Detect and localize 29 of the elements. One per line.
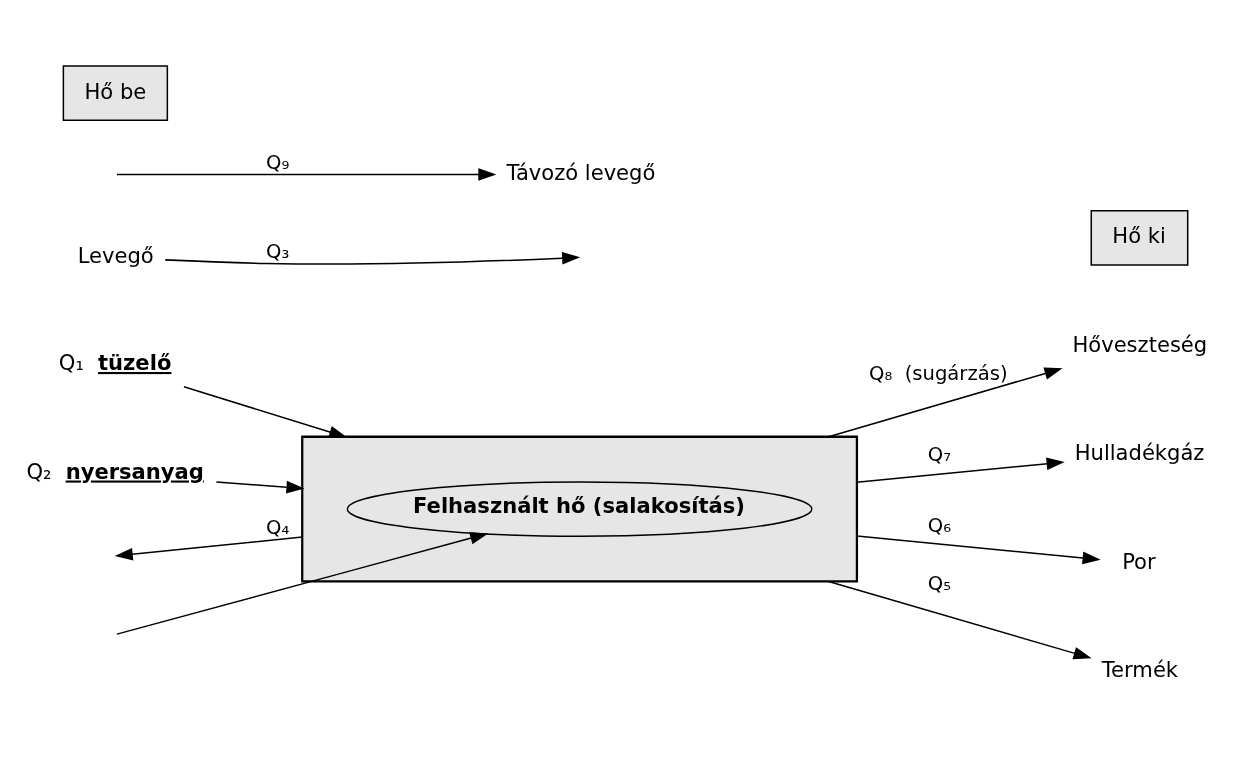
edge-label: Q₉ [266, 151, 290, 175]
edge-label: Q₇ [927, 443, 952, 467]
node-box: Hő ki [1090, 209, 1189, 266]
arrow [827, 367, 1063, 438]
node-text: Q₂ nyersanyag [26, 458, 204, 484]
arrow [856, 457, 1065, 483]
arrow [116, 168, 497, 181]
edge-label: Q₅ [927, 571, 952, 595]
node-text: Termék [1101, 657, 1179, 683]
edge-label: Q₄ [266, 515, 290, 539]
node-box: Hő be [62, 65, 169, 122]
arrow [183, 385, 348, 439]
node-text: Távozó levegő [506, 160, 656, 186]
edge-label: Q₆ [927, 514, 952, 538]
node-text: Hulladékgáz [1074, 440, 1205, 466]
arrow [856, 535, 1101, 565]
edge-label: Q₃ [266, 240, 290, 264]
cluster [301, 435, 859, 583]
arrow [114, 536, 303, 561]
node-text: Por [1122, 548, 1156, 574]
node-text: Hőveszteség [1072, 331, 1208, 357]
node-ellipse: Felhasznált hő (salakosítás) [346, 481, 813, 537]
arrow [164, 251, 581, 265]
arrow [827, 580, 1092, 660]
edge-label: Q₈ (sugárzás) [868, 362, 1008, 386]
arrow [215, 480, 305, 494]
arrow [116, 532, 489, 635]
node-text: Q₁ tüzelő [58, 349, 172, 375]
node-text: Levegő [77, 242, 154, 268]
